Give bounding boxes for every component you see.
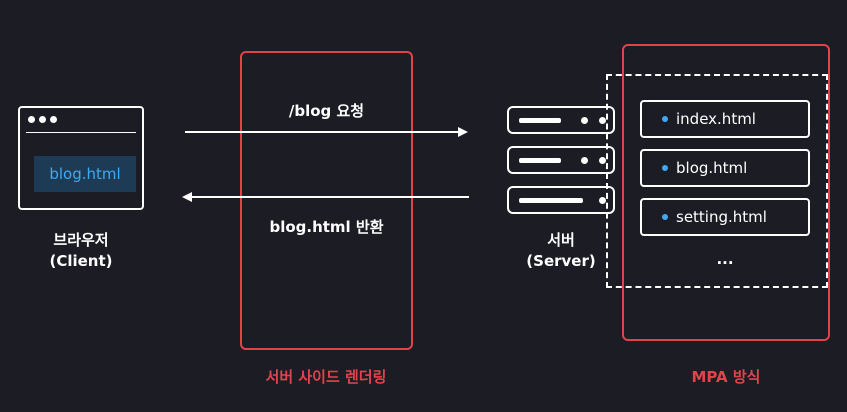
server-caption: 서버 (Server)	[507, 230, 615, 272]
bullet-icon	[662, 214, 668, 220]
server-led	[599, 197, 606, 204]
server-slot	[519, 158, 561, 163]
ssr-label: 서버 사이드 렌더링	[265, 368, 387, 386]
request-arrow-line	[185, 131, 459, 133]
arrow-left-icon	[182, 192, 192, 202]
window-dot	[39, 116, 46, 123]
server-unit	[507, 106, 615, 134]
window-dot	[28, 116, 35, 123]
browser-caption-line1: 브라우저	[53, 231, 109, 249]
request-label: /blog 요청	[288, 102, 365, 120]
server-rack-icon	[507, 106, 615, 214]
file-item: index.html	[640, 100, 810, 138]
mpa-label: MPA 방식	[691, 368, 761, 386]
response-arrow-line	[191, 196, 469, 198]
bullet-icon	[662, 165, 668, 171]
server-caption-line1: 서버	[547, 231, 575, 249]
server-caption-line2: (Server)	[526, 252, 596, 270]
server-unit	[507, 146, 615, 174]
file-item-label: index.html	[676, 110, 756, 128]
bullet-icon	[662, 116, 668, 122]
server-slot	[519, 118, 561, 123]
mpa-box	[622, 44, 830, 341]
response-label: blog.html 반환	[269, 218, 384, 236]
more-files-ellipsis: ...	[716, 250, 734, 268]
browser-caption: 브라우저 (Client)	[18, 230, 144, 272]
browser-file-label: blog.html	[34, 156, 136, 192]
server-led	[581, 117, 588, 124]
server-unit	[507, 186, 615, 214]
window-dot	[50, 116, 57, 123]
server-slot	[519, 198, 583, 203]
browser-caption-line2: (Client)	[49, 252, 113, 270]
window-dots-icon	[28, 116, 57, 123]
file-item: blog.html	[640, 149, 810, 187]
server-led	[581, 157, 588, 164]
server-files-container	[606, 74, 828, 288]
server-led	[599, 157, 606, 164]
window-title-bar-divider	[26, 132, 136, 133]
file-item: setting.html	[640, 198, 810, 236]
server-led	[599, 117, 606, 124]
file-item-label: blog.html	[676, 159, 748, 177]
arrow-right-icon	[458, 127, 468, 137]
browser-window-icon: blog.html	[18, 106, 144, 210]
file-item-label: setting.html	[676, 208, 767, 226]
ssr-box	[240, 51, 413, 350]
